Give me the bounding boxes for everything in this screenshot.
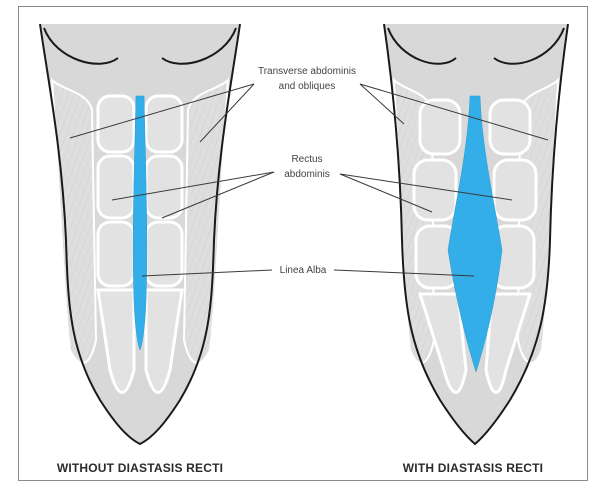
left-oblique-right	[184, 80, 228, 363]
left-rectus-seg	[98, 222, 134, 286]
right-rectus-seg	[414, 160, 456, 220]
left-rectus-seg	[146, 222, 182, 286]
linea-alba-narrow	[133, 96, 147, 350]
label-linea-alba: Linea Alba	[280, 265, 327, 276]
left-rectus-seg	[146, 96, 182, 152]
label-rectus-line2: abdominis	[284, 169, 330, 180]
torso-without-diastasis	[40, 24, 240, 444]
left-rectus-seg	[98, 156, 134, 218]
right-rectus-seg	[490, 100, 530, 154]
torso-with-diastasis	[384, 24, 568, 444]
left-rectus-seg	[146, 156, 182, 218]
left-oblique-left	[52, 80, 96, 363]
label-transverse-line2: and obliques	[279, 81, 336, 92]
label-transverse-line1: Transverse abdominis	[258, 66, 356, 77]
caption-with-diastasis: WITH DIASTASIS RECTI	[403, 461, 543, 475]
caption-without-diastasis: WITHOUT DIASTASIS RECTI	[57, 461, 223, 475]
right-rectus-seg	[494, 160, 536, 220]
label-rectus-line1: Rectus	[291, 154, 322, 165]
